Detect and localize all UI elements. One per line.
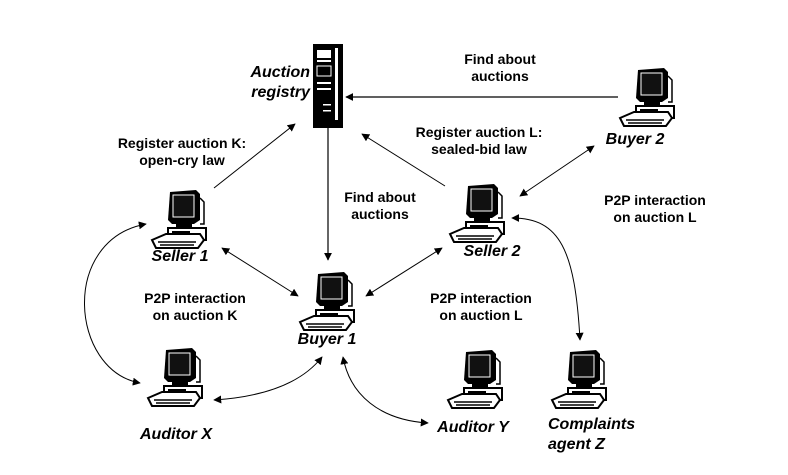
node-label-buyer1: Buyer 1	[297, 331, 357, 348]
node-label-seller2: Seller 2	[463, 243, 521, 260]
edge-buyer1-auditorX	[213, 356, 323, 404]
computer-icon-seller1	[148, 190, 214, 252]
edge-label-p2p-l-upper: P2P interaction on auction L	[604, 192, 706, 225]
computer-icon-auditorY	[444, 350, 510, 412]
node-label-auditorY: Auditor Y	[437, 419, 509, 436]
edge-buyer1-auditorY	[340, 356, 429, 427]
edge-seller1-auditorX	[84, 221, 147, 386]
edge-label-buyer1-find: Find about auctions	[344, 189, 416, 222]
edge-label-p2p-l-lower: P2P interaction on auction L	[430, 290, 532, 323]
edge-seller2-registry	[361, 133, 446, 187]
edge-label-buyer2-find: Find about auctions	[464, 51, 536, 84]
computer-icon-buyer2	[616, 68, 682, 130]
edge-label-register-l: Register auction L: sealed-bid law	[415, 124, 543, 157]
node-label-buyer2: Buyer 2	[605, 131, 665, 148]
edge-label-p2p-k: P2P interaction on auction K	[144, 290, 246, 323]
computer-icon-seller2	[446, 184, 512, 246]
computer-icon-buyer1	[296, 272, 362, 334]
node-label-auditorX: Auditor X	[140, 426, 212, 443]
computer-icon-auditorX	[144, 348, 210, 410]
computer-icon-complaints	[548, 350, 614, 412]
edge-seller1-buyer1	[221, 247, 299, 297]
edge-seller2-buyer2	[519, 145, 595, 197]
edge-seller2-complaints	[511, 214, 584, 341]
node-label-seller1: Seller 1	[151, 248, 209, 265]
edge-label-register-k: Register auction K: open-cry law	[117, 135, 247, 168]
server-icon	[313, 44, 343, 128]
node-label-registry: Auction registry	[250, 64, 310, 101]
node-label-complaints: Complaints agent Z	[548, 416, 636, 453]
edge-seller2-buyer1	[365, 247, 443, 297]
edge-seller1-registry	[213, 123, 296, 189]
